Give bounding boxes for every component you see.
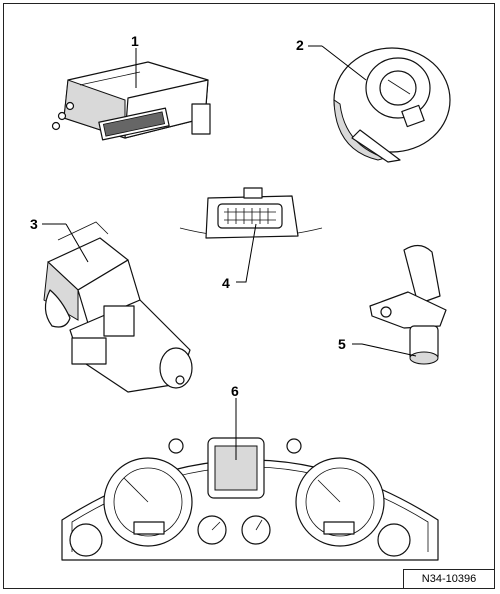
ignition-lock-icon (43, 221, 193, 393)
leader-2b (321, 45, 367, 81)
callout-6: 6 (231, 383, 239, 399)
figure-reference: N34-10396 (403, 569, 495, 589)
diagnostic-connector-icon (179, 187, 323, 239)
control-unit-icon (51, 61, 211, 141)
light-switch-icon (333, 47, 451, 163)
sensor-icon (369, 244, 447, 365)
leader-4 (236, 223, 257, 283)
callout-1: 1 (131, 33, 139, 49)
leader-3b (65, 223, 89, 263)
leader-5 (352, 343, 417, 357)
callout-3: 3 (30, 216, 38, 232)
callout-4: 4 (222, 275, 230, 291)
callout-2: 2 (296, 37, 304, 53)
callout-5: 5 (338, 336, 346, 352)
figure-frame (3, 3, 495, 589)
leader-lines (42, 45, 417, 460)
instrument-cluster-icon (61, 437, 439, 561)
